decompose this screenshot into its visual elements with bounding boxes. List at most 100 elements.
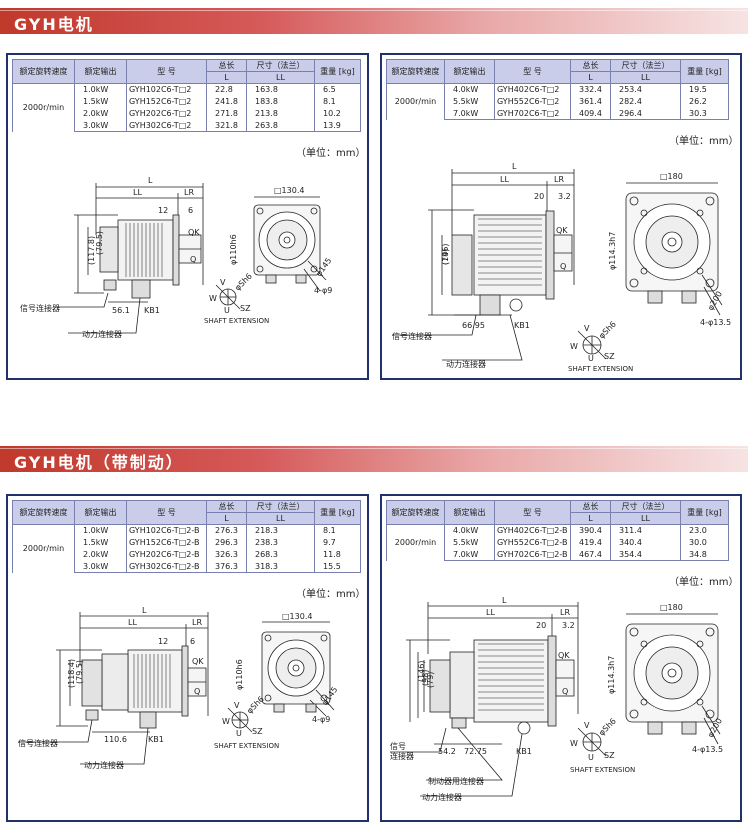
ll-cell: 213.8	[246, 107, 315, 120]
section-banner-brake: GYH电机（带制动）	[0, 446, 748, 472]
dim-kb2-value: 72.75	[464, 747, 487, 756]
weight-cell: 10.2	[314, 107, 361, 120]
dimension-drawing: L LL LR 20 3.2 QK Q φ114.3h7 □180 φ200 4…	[382, 155, 740, 378]
dim-shaft-label: φ114.3h7	[608, 232, 617, 270]
dim-flange-label: □130.4	[274, 186, 304, 195]
speed-cell: 2000r/min	[12, 83, 75, 132]
dim-h1-label: (146)	[417, 660, 426, 682]
header-weight: 重量 [kg]	[680, 500, 729, 525]
output-cell: 1.0kW	[74, 83, 127, 96]
dim-holes-label: 4-φ13.5	[692, 745, 723, 754]
ll-cell: 311.4	[610, 524, 681, 537]
dim-u-label: U	[236, 729, 242, 738]
dim-q-label: Q	[194, 687, 200, 696]
signal-connector-label: 信号连接器	[18, 738, 58, 748]
model-cell: GYH402C6-T□2-B	[494, 524, 571, 537]
dim-kb1-value: 54.2	[438, 747, 456, 756]
dim-kb1-label: KB1	[514, 321, 530, 330]
section-title: GYH电机（带制动）	[14, 453, 184, 472]
header-total-length: 总长	[206, 59, 247, 72]
panel-brake-small: 额定旋转速度 额定输出 型 号 总长 尺寸（法兰） 重量 [kg] L LL 2…	[6, 494, 369, 822]
table-row: 5.5kW GYH552C6-T□2-B 419.4 340.4 30.0	[387, 536, 729, 549]
header-l: L	[206, 512, 247, 525]
output-cell: 7.0kW	[444, 548, 495, 561]
dim-h1-label: (117.8)	[87, 236, 96, 265]
output-cell: 5.5kW	[444, 95, 495, 108]
dim-pcd-label: φ200	[706, 290, 724, 312]
dim-6-label: 6	[190, 637, 195, 646]
table-row: 2.0kW GYH202C6-T□2 271.8 213.8 10.2	[13, 107, 361, 120]
output-cell: 2.0kW	[74, 107, 127, 120]
signal-connector-label-b: 连接器	[390, 751, 414, 761]
ll-cell: 183.8	[246, 95, 315, 108]
dim-sz-label: SZ	[604, 352, 615, 361]
power-connector-label: 动力连接器	[82, 329, 122, 339]
dim-qk-label: QK	[558, 651, 570, 660]
l-cell: 241.8	[206, 95, 247, 108]
header-weight: 重量 [kg]	[314, 59, 361, 84]
model-cell: GYH202C6-T□2	[126, 107, 207, 120]
ll-cell: 340.4	[610, 536, 681, 549]
unit-note: （单位：mm）	[669, 577, 739, 588]
dim-20-label: 20	[536, 621, 546, 630]
header-total-length: 总长	[206, 500, 247, 513]
dim-kb-value: 66.95	[462, 321, 485, 330]
header-ll: LL	[610, 512, 681, 525]
output-cell: 7.0kW	[444, 107, 495, 120]
unit-note: （单位：mm）	[669, 136, 739, 147]
output-cell: 2.0kW	[74, 548, 127, 561]
header-model: 型 号	[126, 59, 207, 84]
weight-cell: 23.0	[680, 524, 729, 537]
dim-ll-label: LL	[128, 618, 137, 627]
unit-note: （单位：mm）	[296, 589, 366, 600]
shaft-extension-label: SHAFT EXTENSION	[214, 742, 279, 750]
dim-shaft-label: φ114.3h7	[607, 656, 616, 694]
dim-v-label: V	[220, 278, 226, 287]
output-cell: 1.5kW	[74, 95, 127, 108]
header-l: L	[570, 71, 611, 84]
dim-u-label: U	[588, 354, 594, 363]
dim-q-label: Q	[190, 255, 196, 264]
weight-cell: 15.5	[314, 560, 361, 573]
panel-std-small: 额定旋转速度 额定输出 型 号 总长 尺寸（法兰） 重量 [kg] L LL 2…	[6, 53, 369, 380]
dim-lr-label: LR	[560, 608, 570, 617]
header-output: 额定输出	[444, 500, 495, 525]
spec-table: 额定旋转速度 额定输出 型 号 总长 尺寸（法兰） 重量 [kg] L LL 2…	[386, 59, 729, 120]
dim-holes-label: 4-φ9	[314, 286, 332, 295]
output-cell: 4.0kW	[444, 524, 495, 537]
dim-u-label: U	[588, 753, 594, 762]
power-connector-label: 动力连接器	[422, 792, 462, 802]
dim-h1-label: (146)	[441, 243, 450, 265]
dim-32-label: 3.2	[562, 621, 575, 630]
header-model: 型 号	[126, 500, 207, 525]
ll-cell: 238.3	[246, 536, 315, 549]
dim-12-label: 12	[158, 206, 168, 215]
dim-u-label: U	[224, 306, 230, 315]
dim-kb-value: 56.1	[112, 306, 130, 315]
dim-shaft-label: φ110h6	[235, 659, 244, 690]
dim-h3-label: (79)	[426, 672, 435, 688]
header-speed: 额定旋转速度	[386, 59, 445, 84]
dim-v-label: V	[584, 324, 590, 333]
speed-cell: 2000r/min	[386, 524, 445, 561]
weight-cell: 26.2	[680, 95, 729, 108]
dim-v-label: V	[584, 721, 590, 730]
panel-std-large: 额定旋转速度 额定输出 型 号 总长 尺寸（法兰） 重量 [kg] L LL 2…	[380, 53, 742, 380]
dim-flange-label: □180	[660, 172, 683, 181]
ll-cell: 218.3	[246, 524, 315, 537]
header-speed: 额定旋转速度	[12, 500, 75, 525]
brake-connector-label: 制动器用连接器	[428, 776, 484, 786]
l-cell: 361.4	[570, 95, 611, 108]
weight-cell: 8.1	[314, 524, 361, 537]
output-cell: 1.0kW	[74, 524, 127, 537]
spec-table: 额定旋转速度 额定输出 型 号 总长 尺寸（法兰） 重量 [kg] L LL 2…	[12, 500, 361, 573]
dim-w-label: W	[222, 717, 230, 726]
header-dimension: 尺寸（法兰）	[246, 500, 315, 513]
model-cell: GYH202C6-T□2-B	[126, 548, 207, 561]
l-cell: 326.3	[206, 548, 247, 561]
dim-20-label: 20	[534, 192, 544, 201]
dim-sh-label: φSh6	[597, 717, 618, 738]
header-l: L	[206, 71, 247, 84]
dim-kb-value: 110.6	[104, 735, 127, 744]
signal-connector-label: 信号连接器	[20, 303, 60, 313]
